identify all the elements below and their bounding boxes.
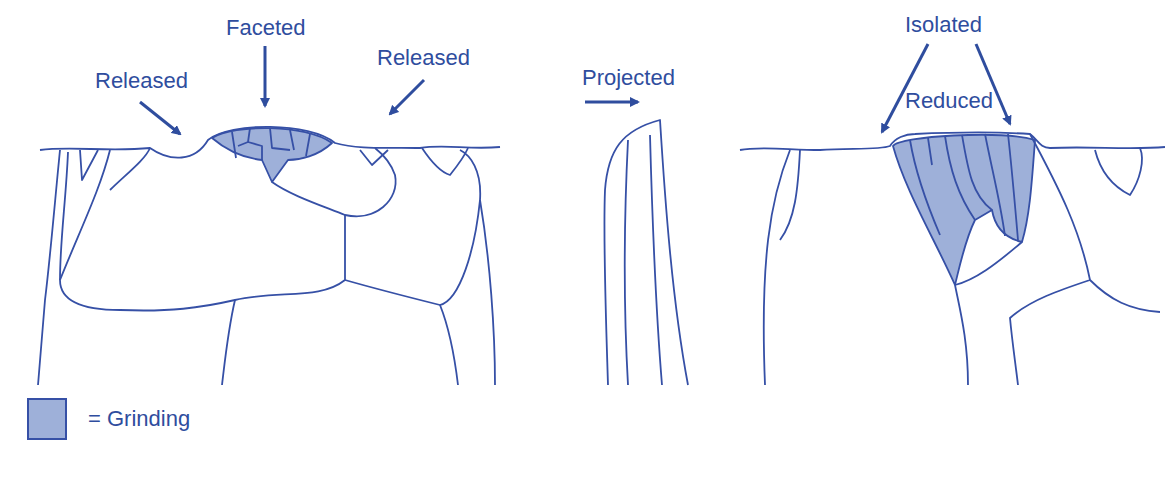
feature-label: Faceted <box>226 15 306 41</box>
feature-label: Released <box>95 68 188 94</box>
feature-label: Projected <box>582 65 675 91</box>
leader-arrow <box>264 46 267 106</box>
grain-boundary <box>38 150 98 385</box>
grain-boundary <box>345 150 480 305</box>
grain-boundary <box>1095 148 1142 195</box>
grain-boundary <box>60 150 345 311</box>
ground-grain <box>893 135 1035 285</box>
grain-boundary <box>360 148 468 175</box>
grain-boundary <box>625 135 662 385</box>
grain-boundary <box>910 134 1018 240</box>
leader-arrow <box>585 101 638 104</box>
leader-arrow <box>140 102 180 134</box>
grain-boundary <box>222 300 235 385</box>
legend-text: = Grinding <box>88 406 190 432</box>
projected-grain <box>604 120 688 385</box>
grain-boundary <box>440 200 495 385</box>
grain-boundary <box>232 128 310 160</box>
feature-label: Released <box>377 45 470 71</box>
legend-swatch <box>27 398 67 440</box>
feature-label: Reduced <box>905 88 993 114</box>
grain-boundary <box>955 285 968 385</box>
grain-boundary <box>272 148 396 216</box>
grain-boundary <box>1010 134 1160 385</box>
grain-boundary <box>110 148 150 190</box>
grain-boundary <box>764 150 800 385</box>
ground-grain <box>212 128 332 182</box>
leader-arrow <box>390 80 424 114</box>
feature-label: Isolated <box>905 12 982 38</box>
grain-boundary <box>955 242 1022 285</box>
